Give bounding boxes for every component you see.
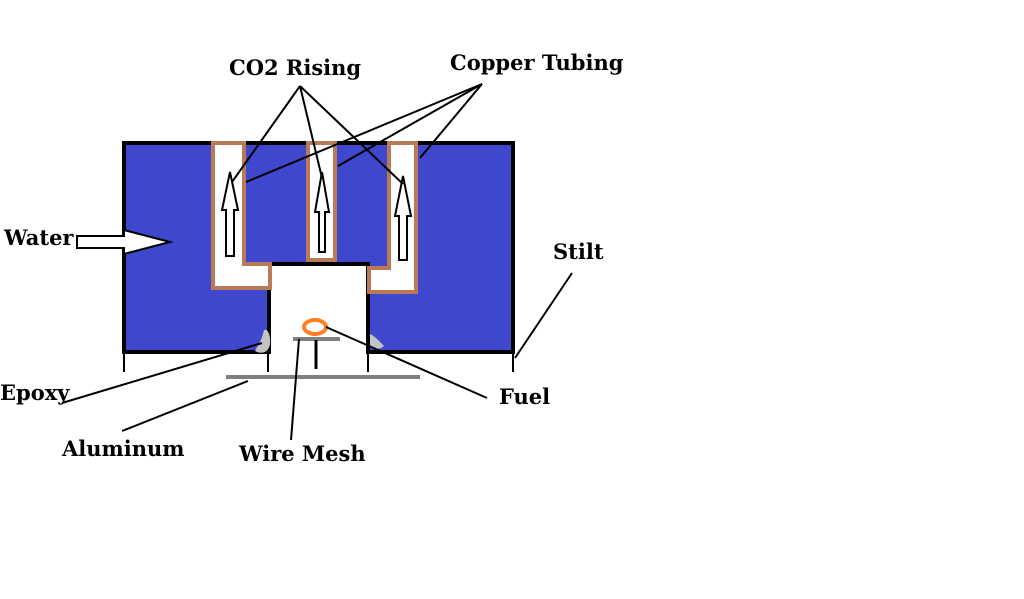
- leader-copper-left: [245, 83, 483, 183]
- leader-lines: [61, 83, 573, 441]
- water-inlet-arrow: [76, 228, 174, 256]
- label-epoxy: Epoxy: [0, 380, 70, 405]
- leader-co2-right: [299, 85, 404, 185]
- label-co2-rising: CO2 Rising: [229, 55, 361, 80]
- leader-aluminum: [121, 380, 249, 432]
- leader-co2-left: [231, 85, 301, 183]
- rising-arrow-right: [393, 175, 413, 261]
- label-wire-mesh: Wire Mesh: [238, 441, 366, 466]
- rising-arrow-middle: [313, 171, 331, 253]
- rising-arrow-left: [220, 171, 240, 257]
- label-copper-tubing: Copper Tubing: [450, 50, 624, 75]
- epoxy-blob-left: [255, 329, 271, 353]
- epoxy-blob-right: [370, 334, 384, 349]
- label-aluminum: Aluminum: [61, 436, 185, 461]
- leader-fuel: [325, 326, 488, 399]
- leader-stilt: [514, 272, 573, 359]
- leader-wire-mesh: [290, 338, 300, 441]
- leader-epoxy: [61, 342, 263, 404]
- leader-copper-right: [419, 83, 483, 159]
- label-stilt: Stilt: [553, 239, 604, 264]
- label-water: Water: [3, 225, 74, 250]
- fuel-ring: [302, 318, 328, 336]
- label-fuel: Fuel: [499, 384, 550, 409]
- leader-co2-middle: [299, 85, 323, 179]
- leader-copper-middle: [337, 83, 483, 167]
